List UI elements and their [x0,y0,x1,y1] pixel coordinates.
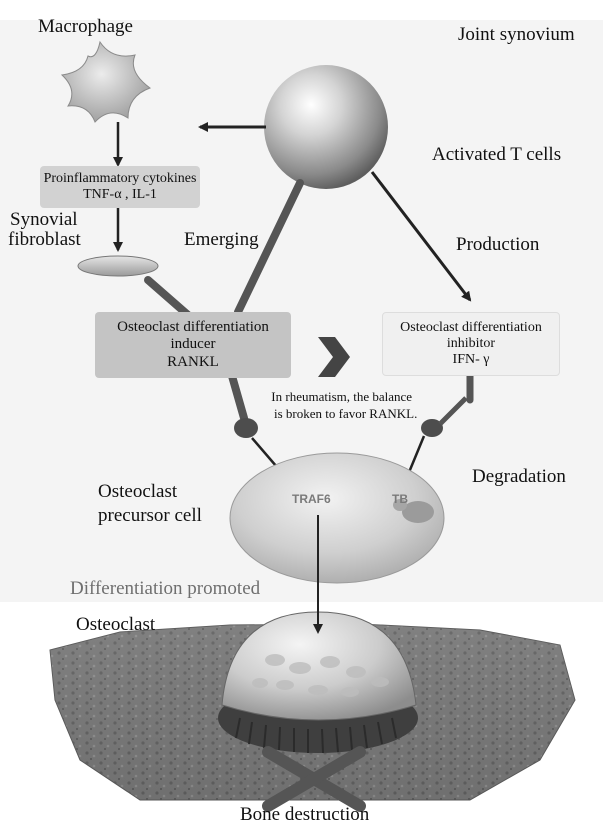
degradation-label: Degradation [472,466,566,488]
synovial-fibroblast-label: Synovial fibroblast [10,210,81,250]
rankl-receptor-knob [234,418,258,438]
inhibitor-line2: inhibitor [447,336,495,352]
inducer-line3: RANKL [167,354,219,371]
production-label: Production [456,234,539,256]
emerging-label: Emerging [184,229,259,251]
traf6-label: TRAF6 [292,492,331,506]
tb-label: TB [392,492,408,506]
macrophage-label: Macrophage [38,16,133,38]
activated-t-cell [264,65,388,189]
inhibitor-line1: Osteoclast differentiation [400,320,542,336]
balance-line2: is broken to favor RANKL. [274,405,417,422]
inducer-line2: inducer [171,336,216,353]
synovial-line2: fibroblast [8,230,81,250]
ifn-inhibitor-box: Osteoclast differentiation inhibitor IFN… [382,312,560,376]
precursor-line1: Osteoclast [98,480,202,504]
cytokines-line2: TNF-α , IL-1 [83,187,157,203]
balance-note: In rheumatism, the balance is broken to … [266,388,417,422]
precursor-line2: precursor cell [98,504,202,528]
inhibitor-line3: IFN- γ [453,352,490,368]
joint-synovium-label: Joint synovium [458,24,575,46]
balance-line1: In rheumatism, the balance [266,388,417,405]
differentiation-promoted-label: Differentiation promoted [70,578,260,600]
osteoclast-label: Osteoclast [76,614,155,636]
synovial-line1: Synovial [10,210,81,230]
synovial-fibroblast-cell [78,256,158,276]
activated-t-cells-label: Activated T cells [432,144,561,166]
precursor-cell-label: Osteoclast precursor cell [98,480,202,528]
inducer-line1: Osteoclast differentiation [117,319,269,336]
cytokines-box: Proinflammatory cytokines TNF-α , IL-1 [40,166,200,208]
rankl-inducer-box: Osteoclast differentiation inducer RANKL [95,312,291,378]
bone-destruction-label: Bone destruction [240,804,369,826]
cytokines-line1: Proinflammatory cytokines [44,171,197,187]
